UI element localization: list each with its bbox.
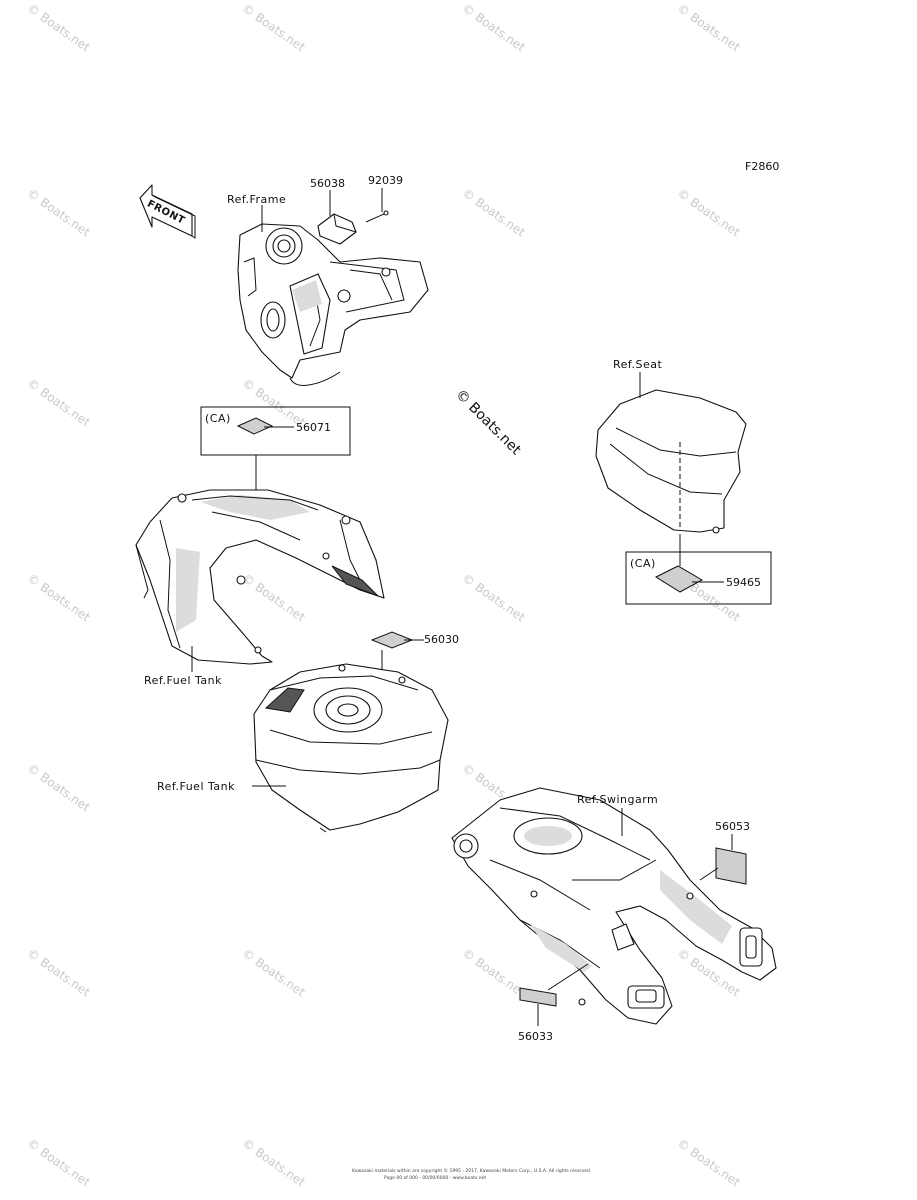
leader-56053-to-part bbox=[699, 867, 719, 881]
fuel-tank-cover-drawing bbox=[135, 489, 385, 665]
watermark: © Boats.net bbox=[25, 1136, 93, 1190]
part-92039: 92039 bbox=[368, 174, 403, 187]
frame-drawing bbox=[237, 210, 429, 386]
watermark: © Boats.net bbox=[675, 1, 743, 55]
label-ref-fuel-tank-1: Ref.Fuel Tank bbox=[144, 674, 222, 687]
label-ref-fuel-tank-2: Ref.Fuel Tank bbox=[157, 780, 235, 793]
seat-drawing bbox=[595, 389, 747, 534]
watermark: © Boats.net bbox=[460, 1, 528, 55]
figure-code: F2860 bbox=[745, 160, 779, 173]
watermark: © Boats.net bbox=[25, 946, 93, 1000]
part-56071: 56071 bbox=[296, 421, 331, 434]
front-arrow-icon: FRONT bbox=[139, 184, 196, 239]
watermark: © Boats.net bbox=[25, 571, 93, 625]
footer-copyright: Kawasaki materials within are copyright … bbox=[352, 1167, 591, 1174]
decal-56033 bbox=[519, 987, 557, 1007]
ca-box-59465 bbox=[625, 551, 772, 605]
fuel-tank-drawing bbox=[253, 663, 449, 833]
ca-box-56071 bbox=[200, 406, 351, 456]
part-56053: 56053 bbox=[715, 820, 750, 833]
footer-page-info: Page 00 of 000 - 00/00/0000 - www.boats.… bbox=[384, 1175, 486, 1181]
watermark: © Boats.net bbox=[460, 946, 528, 1000]
ca-label-1: (CA) bbox=[205, 412, 231, 425]
decal-59465 bbox=[654, 565, 704, 593]
part-56030: 56030 bbox=[424, 633, 459, 646]
leader-56033-to-part bbox=[547, 963, 589, 991]
part-56033: 56033 bbox=[518, 1030, 553, 1043]
watermark: © Boats.net bbox=[675, 1136, 743, 1190]
watermark: © Boats.net bbox=[675, 186, 743, 240]
label-ref-frame: Ref.Frame bbox=[227, 193, 286, 206]
watermark: © Boats.net bbox=[240, 1136, 308, 1190]
watermark: © Boats.net bbox=[240, 571, 308, 625]
watermark: © Boats.net bbox=[25, 186, 93, 240]
center-watermark: © Boats.net bbox=[452, 387, 524, 459]
watermark: © Boats.net bbox=[240, 946, 308, 1000]
watermark: © Boats.net bbox=[25, 1, 93, 55]
part-59465: 59465 bbox=[726, 576, 761, 589]
part-56038: 56038 bbox=[310, 177, 345, 190]
decal-56071 bbox=[236, 417, 274, 435]
watermark: © Boats.net bbox=[240, 1, 308, 55]
decal-56053 bbox=[715, 847, 747, 885]
watermark: © Boats.net bbox=[25, 376, 93, 430]
label-ref-seat: Ref.Seat bbox=[613, 358, 662, 371]
ca-label-2: (CA) bbox=[630, 557, 656, 570]
swingarm-drawing bbox=[451, 787, 777, 1025]
watermark: © Boats.net bbox=[25, 761, 93, 815]
label-ref-swingarm: Ref.Swingarm bbox=[577, 793, 658, 806]
watermark: © Boats.net bbox=[460, 571, 528, 625]
watermark: © Boats.net bbox=[460, 186, 528, 240]
